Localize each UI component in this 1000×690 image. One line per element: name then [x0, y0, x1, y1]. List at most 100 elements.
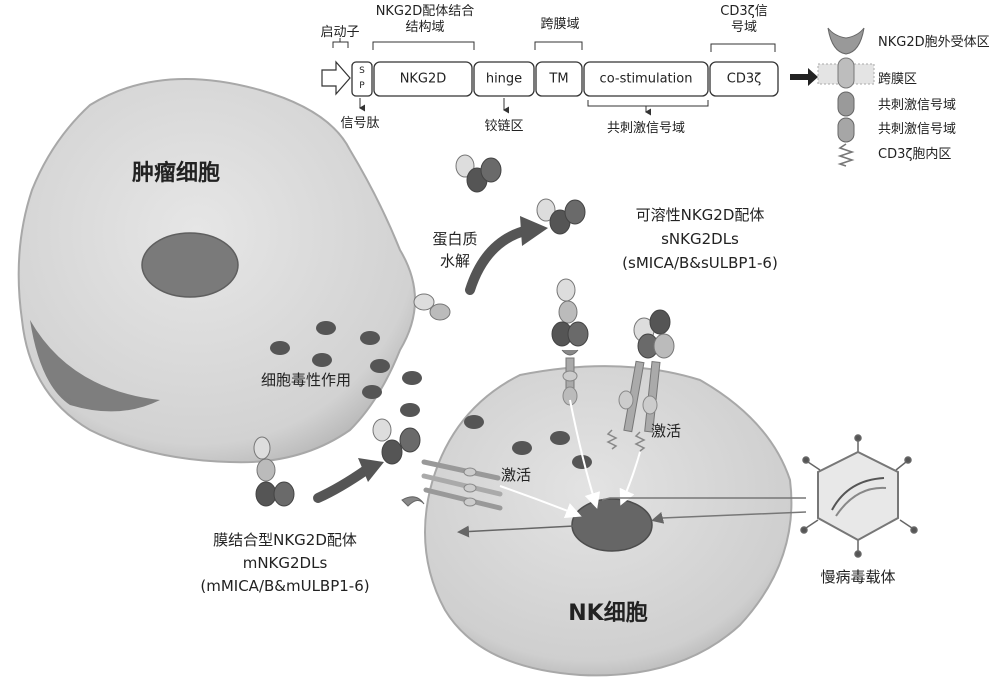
- segment-nkg2d: [373, 61, 473, 97]
- proteolysis-label-1: 蛋白质: [432, 230, 477, 248]
- virus-dna-strand-2: [835, 486, 887, 517]
- membrane-label-1: 膜结合型NKG2D配体: [213, 531, 357, 549]
- cd3z-spring-icon: [837, 143, 855, 167]
- costim-2-icon: [837, 117, 855, 143]
- granule: [270, 341, 290, 355]
- segment-sp: [351, 61, 373, 97]
- legend-item-3: 共刺激信号域: [878, 122, 956, 137]
- granule: [370, 359, 390, 373]
- receptor-legend: NKG2D胞外受体区 跨膜区 共刺激信号域 共刺激信号域 CD3ζ胞内区: [817, 27, 990, 167]
- virus-spikes: [800, 434, 918, 558]
- promoter-bracket: [332, 41, 349, 48]
- activation-label-right: 激活: [651, 422, 681, 440]
- virus-capsid-icon: [817, 450, 899, 542]
- promoter-arrow-icon: [321, 60, 351, 96]
- transmembrane-icon: [837, 57, 855, 89]
- segment-hinge: [473, 61, 535, 97]
- segment-hinge-label: hinge: [486, 72, 522, 87]
- activation-arrow-left: [499, 485, 582, 519]
- soluble-ligands: [455, 154, 586, 235]
- granule: [464, 415, 484, 429]
- legend-item-2: 共刺激信号域: [878, 98, 956, 113]
- granule: [572, 455, 592, 469]
- granule: [312, 353, 332, 367]
- lentivirus-vector: 慢病毒载体: [800, 434, 918, 586]
- signal-peptide-label: 信号肽: [340, 116, 379, 131]
- tm-bracket: [534, 41, 583, 50]
- membrane-label-3: (mMICA/B&mULBP1-6): [200, 577, 369, 595]
- soluble-label-1: 可溶性NKG2D配体: [636, 206, 765, 224]
- nkg2d-bracket: [372, 41, 475, 50]
- tumor-nucleus: [141, 232, 239, 298]
- membrane-ligand: [372, 418, 421, 465]
- costim-1-icon: [837, 91, 855, 117]
- cytotoxic-granules: [270, 321, 592, 469]
- virus-to-nucleus-arrow: [651, 511, 807, 524]
- cd3z-signal-label-wrap: CD3ζ信号域: [720, 4, 768, 35]
- membrane-ligands: [253, 293, 451, 507]
- granule: [512, 441, 532, 455]
- granule: [316, 321, 336, 335]
- tumor-cell: 肿瘤细胞: [17, 78, 416, 464]
- proteolysis-label-2: 水解: [440, 252, 470, 270]
- virus-to-nk-line: [601, 497, 806, 501]
- cd3z-bracket: [710, 43, 776, 52]
- granule: [360, 331, 380, 345]
- car-receptor-with-ligand: [551, 278, 589, 406]
- soluble-label-3: (sMICA/B&sULBP1-6): [622, 254, 778, 272]
- membrane-binding-arrow-head-icon: [358, 458, 384, 482]
- segment-costim-label: co-stimulation: [600, 72, 693, 87]
- soluble-ligand: [536, 198, 586, 235]
- segment-sp-p: P: [359, 81, 365, 91]
- membrane-ligand: [413, 293, 451, 321]
- soluble-label-2: sNKG2DLs: [661, 230, 739, 248]
- membrane-label-2: mNKG2DLs: [243, 554, 328, 572]
- costim-bracket: [587, 100, 709, 107]
- legend-item-4: CD3ζ胞内区: [878, 146, 951, 162]
- proteolysis-arrow-head-icon: [520, 216, 548, 246]
- output-arrow-nucleus-to-membrane: [457, 525, 575, 538]
- nk-nucleus: [571, 498, 653, 552]
- nk-cell-label: NK细胞: [568, 600, 647, 626]
- transmembrane-label: 跨膜域: [540, 17, 579, 32]
- activation-label-left: 激活: [501, 466, 531, 484]
- segment-cd3z-label: CD3ζ: [727, 72, 761, 87]
- nkg2d-binding-label-wrap: NKG2D配体结合结构域: [375, 4, 475, 35]
- tumor-cell-label: 肿瘤细胞: [132, 160, 220, 186]
- granule: [400, 403, 420, 417]
- legend-item-0: NKG2D胞外受体区: [878, 35, 990, 50]
- segment-nkg2d-label: NKG2D: [400, 72, 447, 87]
- hinge-region-label: 铰链区: [484, 119, 523, 134]
- membrane-ligand: [253, 436, 295, 507]
- construct-to-legend-arrow-icon: [790, 68, 818, 86]
- granule: [362, 385, 382, 399]
- lentivirus-label: 慢病毒载体: [820, 568, 895, 586]
- segment-costim: [583, 61, 709, 97]
- segment-tm: [535, 61, 583, 97]
- extracellular-receptor-icon: [827, 27, 865, 55]
- nk-cell: NK细胞: [424, 365, 793, 677]
- membrane-binding-arrow: [313, 465, 371, 503]
- car-receptor-pair: [606, 309, 675, 452]
- nkg2d-binding-label: NKG2D配体结合结构域: [375, 4, 475, 35]
- proteolysis-arrow: [465, 225, 533, 295]
- car-receptor-bound: [421, 459, 503, 511]
- cd3z-signal-label: CD3ζ信号域: [720, 4, 768, 35]
- car-receptors: [421, 278, 675, 511]
- receptor-small-icon: [401, 496, 425, 507]
- virus-dna-strand-1: [831, 477, 885, 511]
- cytotoxicity-label: 细胞毒性作用: [261, 371, 351, 389]
- car-construct: 启动子 NKG2D配体结合结构域 跨膜域 CD3ζ信号域 S P NKG2D h…: [320, 4, 818, 136]
- segment-tm-label: TM: [548, 72, 568, 87]
- granule: [402, 371, 422, 385]
- segment-cd3z: [709, 61, 779, 97]
- segment-sp-s: S: [359, 66, 365, 76]
- tumor-cell-shadow: [30, 320, 160, 412]
- activation-arrow-middle: [569, 399, 601, 509]
- promoter-label: 启动子: [320, 25, 359, 40]
- granule: [550, 431, 570, 445]
- soluble-ligand: [455, 154, 502, 193]
- legend-item-1: 跨膜区: [878, 72, 917, 87]
